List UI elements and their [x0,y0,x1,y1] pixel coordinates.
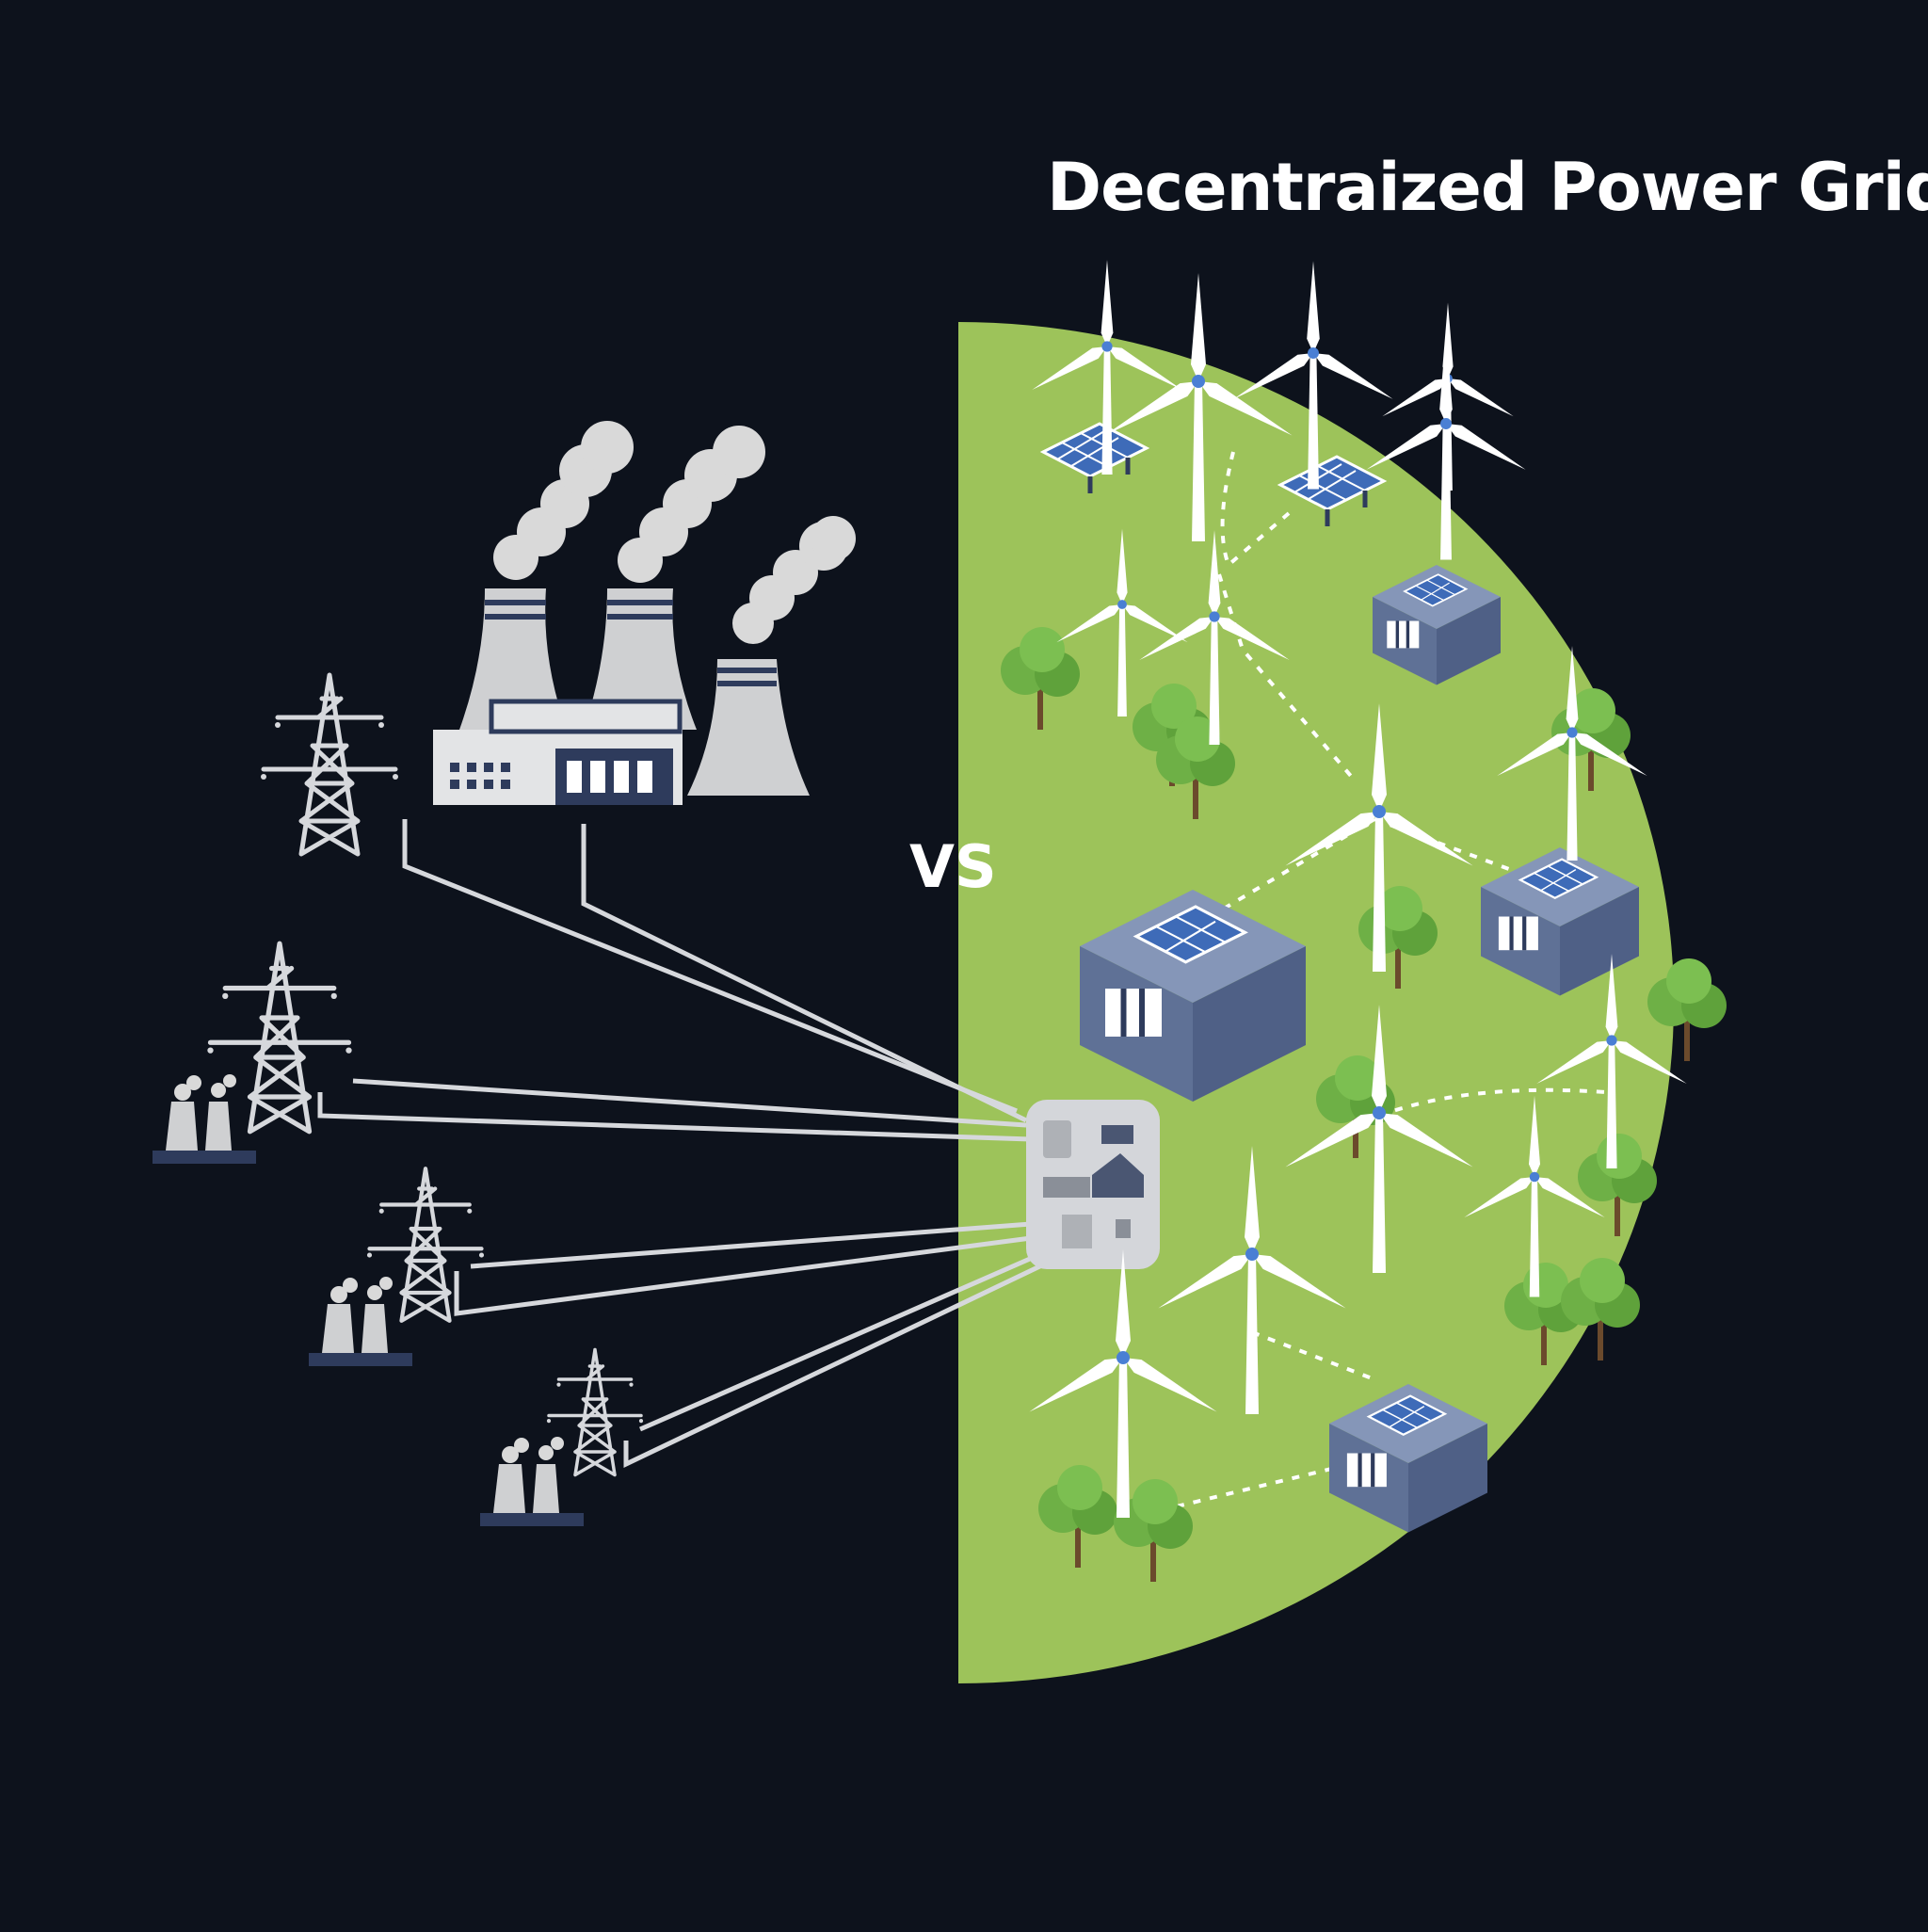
vs-label: VS [909,832,997,901]
transmission-tower-icon [261,675,398,854]
small-power-plant-icon [153,1074,256,1164]
central-grid-lines [317,819,1052,1468]
microgrid-connections [1176,451,1606,1508]
transmission-tower-icon [367,1168,484,1321]
transmission-tower-icon [545,1347,645,1477]
smoke-icon [493,421,856,644]
small-power-plant-icon [480,1437,584,1526]
transmission-tower-icon [207,943,351,1132]
small-power-plant-icon [309,1277,412,1366]
grid-hub-icon [1026,1100,1160,1269]
page-title: Decentraized Power Grid [1047,149,1928,226]
decentralized-field [958,322,1674,1683]
power-plant-icon [433,588,810,805]
